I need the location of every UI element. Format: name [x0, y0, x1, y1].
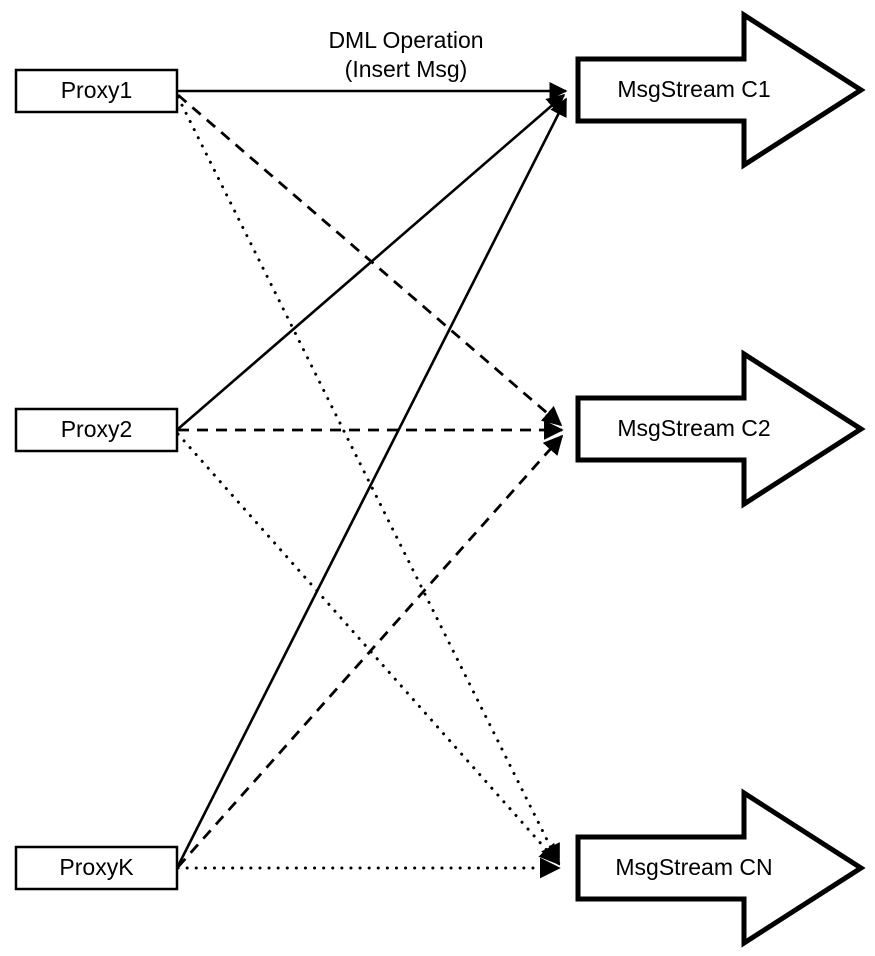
edge-caption-line-1: DML Operation	[328, 27, 483, 53]
link-proxy2-to-msgstream-c1[interactable]	[177, 94, 566, 430]
node-proxyk-box[interactable]	[14, 845, 179, 891]
node-proxy1-label: Proxy1	[61, 77, 133, 103]
link-proxy2-to-msgstream-cn[interactable]	[176, 432, 561, 866]
node-msgstream-c1-arrow-shape[interactable]	[575, 10, 866, 170]
node-msgstream-c2[interactable]: MsgStream C2	[575, 349, 866, 509]
edge-group-proxyk	[176, 97, 568, 879]
node-proxy2-label: Proxy2	[61, 416, 133, 442]
node-proxyk[interactable]: ProxyK	[14, 845, 179, 891]
node-msgstream-cn-label: MsgStream CN	[615, 854, 772, 880]
node-proxy2-box[interactable]	[14, 407, 179, 453]
node-msgstream-cn[interactable]: MsgStream CN	[575, 788, 866, 948]
node-msgstream-c1-label: MsgStream C1	[617, 76, 770, 102]
link-proxyk-to-msgstream-c2[interactable]	[176, 434, 564, 868]
edge-caption-line-2: (Insert Msg)	[345, 56, 468, 82]
node-proxy2[interactable]: Proxy2	[14, 407, 179, 453]
node-msgstream-c1[interactable]: MsgStream C1	[575, 10, 866, 170]
link-proxy1-to-msgstream-c2[interactable]	[177, 93, 563, 427]
edge-group-proxy1	[176, 81, 568, 866]
link-proxyk-to-msgstream-c1[interactable]	[176, 97, 568, 867]
link-proxy1-to-msgstream-cn[interactable]	[176, 95, 561, 866]
node-msgstream-cn-arrow-shape[interactable]	[575, 788, 866, 948]
node-proxyk-label: ProxyK	[59, 854, 134, 880]
edge-caption-dml-operation: DML Operation (Insert Msg)	[328, 27, 483, 82]
edge-group-proxy2	[176, 94, 566, 866]
node-proxy1[interactable]: Proxy1	[14, 68, 179, 114]
node-msgstream-c2-label: MsgStream C2	[617, 415, 770, 441]
node-proxy1-box[interactable]	[14, 68, 179, 114]
node-msgstream-c2-arrow-shape[interactable]	[575, 349, 866, 509]
